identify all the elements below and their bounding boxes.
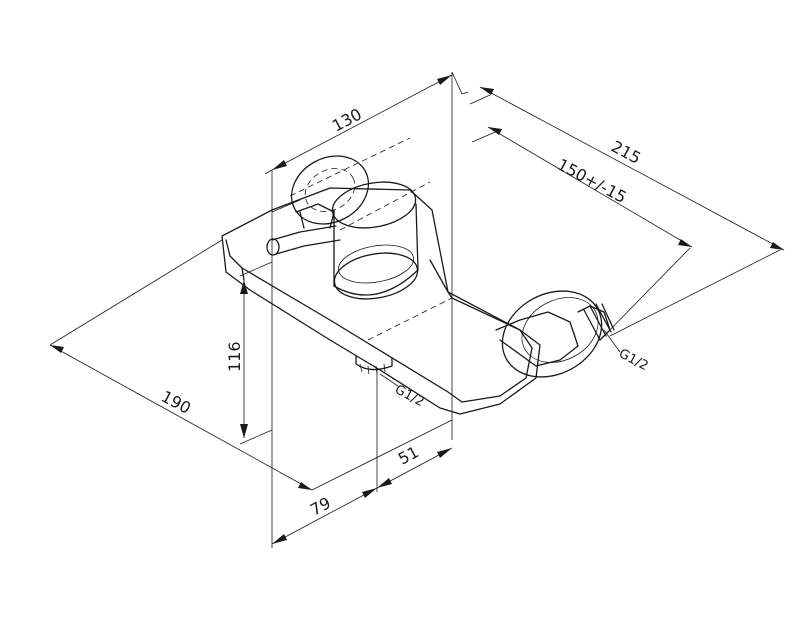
dimension-190: 190 [49,344,313,491]
dimension-130: 130 [271,74,453,171]
dimension-150-label: 150+/-15 [554,155,630,207]
dimension-190-label: 190 [158,387,194,418]
lever-handle [266,203,341,256]
thread-label-side-group: G1/2 [603,329,651,374]
bottom-outlet [355,355,393,375]
rear-wall-flange [290,155,370,225]
dimension-79: 79 [271,487,378,545]
dimension-150: 150+/-15 [487,126,693,248]
thread-label-bottom-group: G1/2 [379,373,427,410]
thread-label-side: G1/2 [616,346,650,374]
cartridge-cap [331,181,419,300]
dimension-116: 116 [225,280,248,438]
mixer-body [221,137,541,415]
dimension-215: 215 [479,86,785,251]
dimension-79-label: 79 [307,493,334,519]
thread-label-bottom: G1/2 [392,382,426,410]
side-inlet [495,290,615,378]
dimension-51: 51 [376,442,453,489]
extension-lines [49,71,781,548]
dimension-116-label: 116 [225,341,244,372]
dimension-215-label: 215 [608,137,644,168]
